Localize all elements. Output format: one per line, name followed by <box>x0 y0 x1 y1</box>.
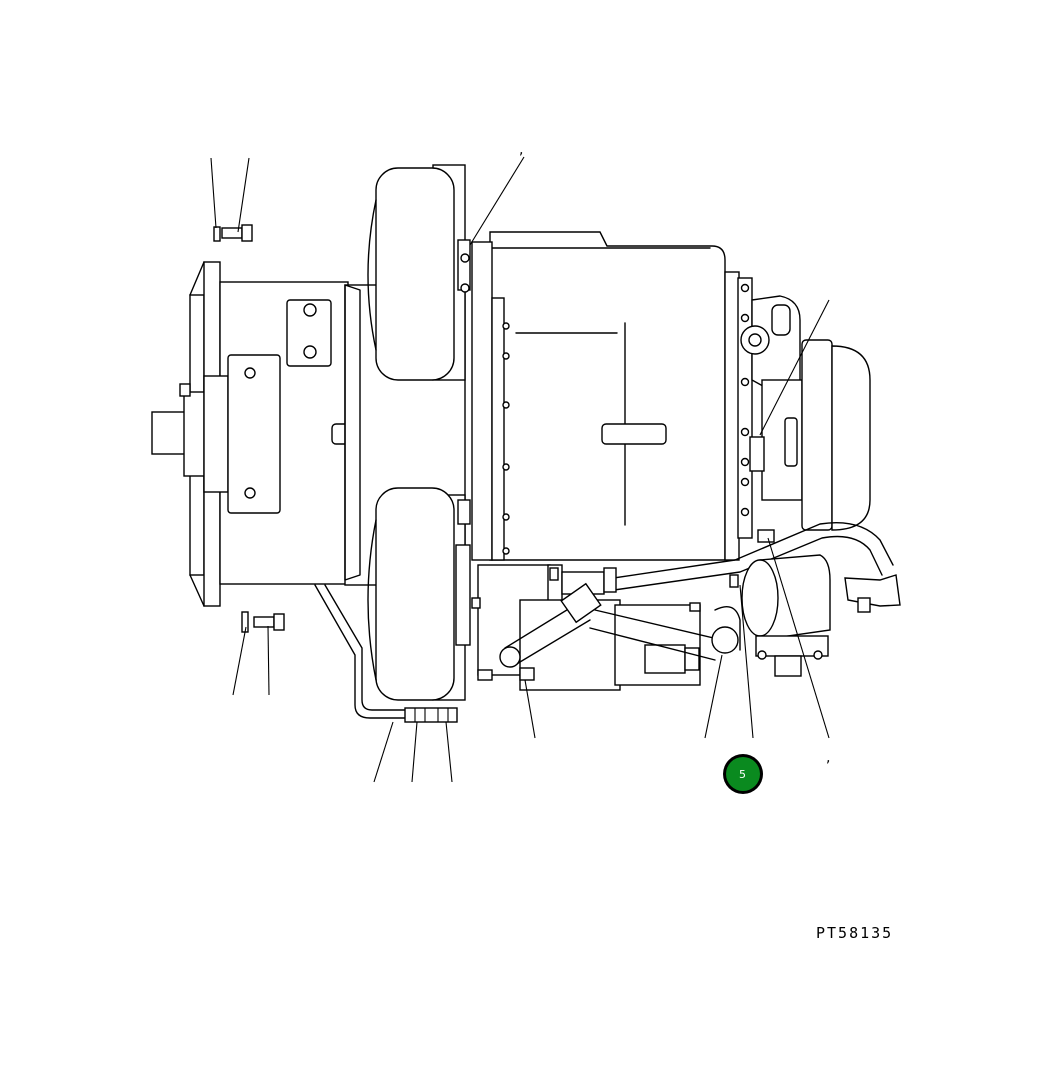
bolt-marks-misc <box>471 574 739 612</box>
hydraulic-tube <box>599 522 901 613</box>
document-id: PT58135 <box>816 924 894 942</box>
pump-assembly <box>741 529 831 677</box>
transmission-case <box>471 231 726 561</box>
bolt-bottom-left <box>241 611 285 633</box>
shaft-hub <box>151 375 229 493</box>
diagonal-pipes <box>499 582 741 668</box>
drain-line <box>314 584 458 723</box>
leader-lines <box>210 156 830 783</box>
right-flange <box>724 271 753 561</box>
callout-balloon[interactable]: 5 <box>723 754 763 794</box>
lower-drum <box>367 487 471 701</box>
control-valve <box>477 564 701 691</box>
valve-block <box>740 295 803 501</box>
callout-label: 5 <box>739 768 746 781</box>
end-cover <box>801 339 871 531</box>
leader-tick-right: , <box>826 750 830 766</box>
bolt-top-left <box>213 224 253 242</box>
leader-tick-top: , <box>519 142 523 158</box>
upper-drum <box>367 164 471 381</box>
